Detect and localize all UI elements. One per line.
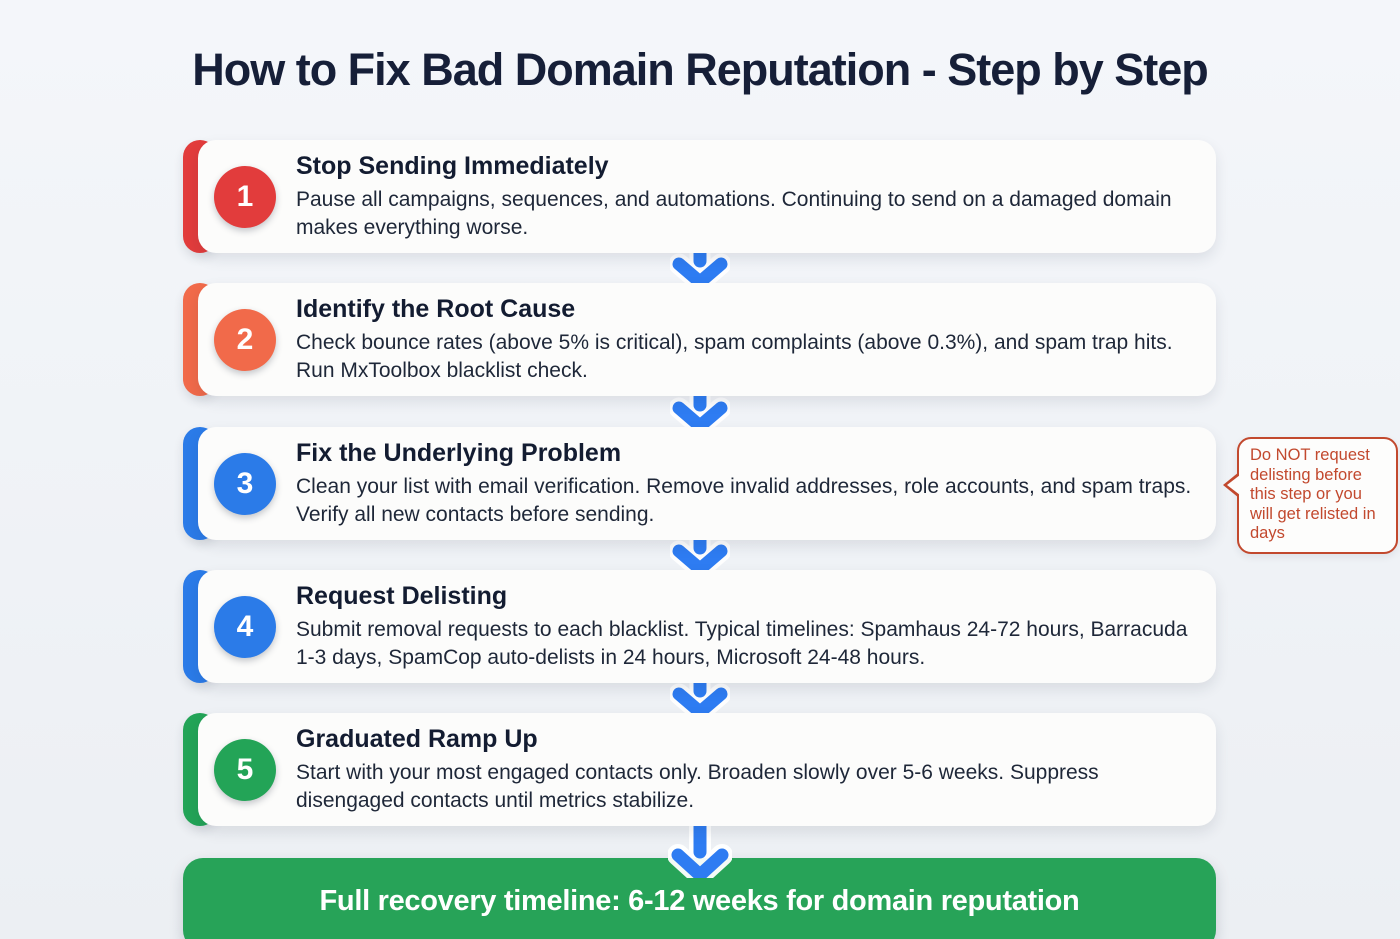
- step-description: Clean your list with email verification.…: [296, 474, 1192, 526]
- step-card-2: 2 Identify the Root Cause Check bounce r…: [183, 283, 1216, 396]
- step-title: Identify the Root Cause: [296, 294, 576, 323]
- callout-bubble: Do NOT request delisting before this ste…: [1223, 437, 1398, 554]
- step-card-body: 4 Request Delisting Submit removal reque…: [198, 570, 1216, 683]
- step-card-1: 1 Stop Sending Immediately Pause all cam…: [183, 140, 1216, 253]
- page-title: How to Fix Bad Domain Reputation - Step …: [192, 44, 1209, 95]
- step-number-badge: 4: [214, 595, 276, 658]
- step-title: Graduated Ramp Up: [296, 724, 538, 753]
- step-card-3: 3 Fix the Underlying Problem Clean your …: [183, 427, 1216, 540]
- step-description: Submit removal requests to each blacklis…: [296, 617, 1188, 669]
- down-arrow-icon: [668, 822, 732, 878]
- step-description: Check bounce rates (above 5% is critical…: [296, 330, 1173, 382]
- step-description: Pause all campaigns, sequences, and auto…: [296, 187, 1172, 239]
- footer-text: Full recovery timeline: 6-12 weeks for d…: [319, 884, 1080, 917]
- step-card-5: 5 Graduated Ramp Up Start with your most…: [183, 713, 1216, 826]
- step-card-body: 1 Stop Sending Immediately Pause all cam…: [198, 140, 1216, 253]
- step-card-body: 3 Fix the Underlying Problem Clean your …: [198, 427, 1216, 540]
- callout-text: Do NOT request delisting before this ste…: [1250, 446, 1376, 542]
- step-description: Start with your most engaged contacts on…: [296, 760, 1099, 812]
- step-card-4: 4 Request Delisting Submit removal reque…: [183, 570, 1216, 683]
- step-number-badge: 1: [214, 165, 276, 228]
- step-number-badge: 5: [214, 738, 276, 801]
- step-title: Stop Sending Immediately: [296, 151, 609, 180]
- step-title: Request Delisting: [296, 581, 508, 610]
- step-card-body: 2 Identify the Root Cause Check bounce r…: [198, 283, 1216, 396]
- step-title: Fix the Underlying Problem: [296, 438, 622, 467]
- step-number-badge: 3: [214, 452, 276, 515]
- step-number-badge: 2: [214, 308, 276, 371]
- step-card-body: 5 Graduated Ramp Up Start with your most…: [198, 713, 1216, 826]
